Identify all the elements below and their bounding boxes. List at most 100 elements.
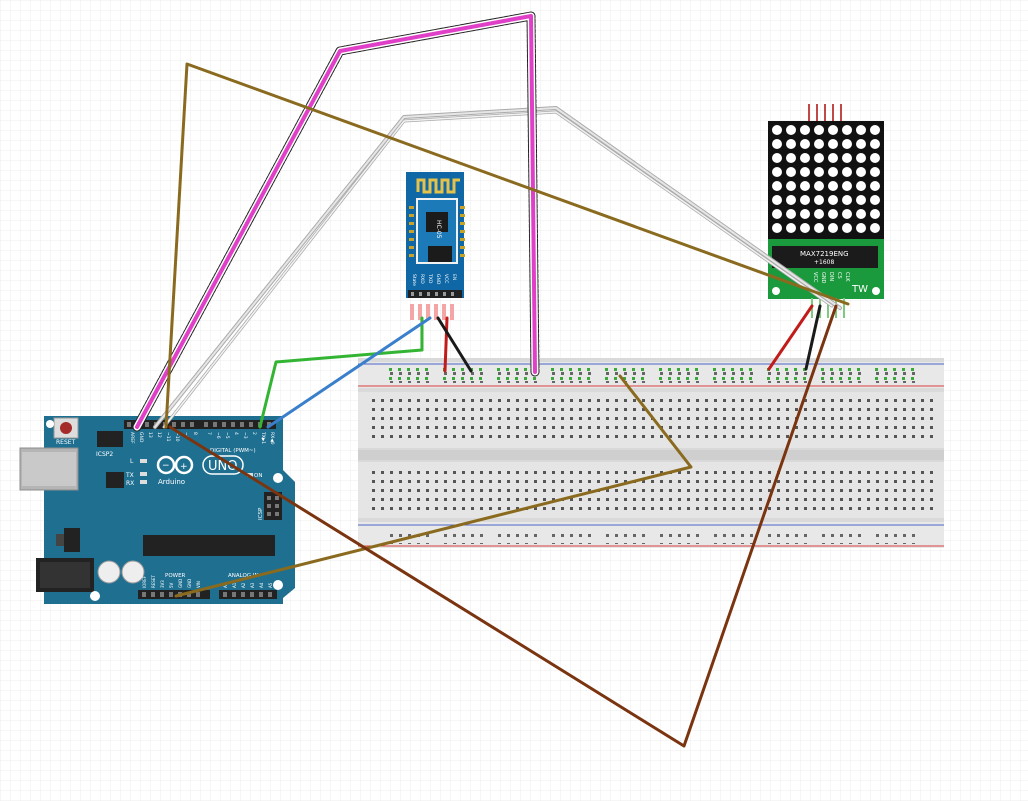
led-dot [842,195,852,205]
led-dot [856,125,866,135]
wire-gold[interactable] [164,62,850,429]
led-dot [870,139,880,149]
led-dot [828,209,838,219]
bt-model-label: HC-05 [435,220,442,239]
mounting-hole [872,287,880,295]
wire-white[interactable] [154,107,841,428]
led-dot [800,181,810,191]
led-dot [786,167,796,177]
led-dot [800,223,810,233]
led-dot [870,167,880,177]
wire-brown[interactable] [168,304,838,748]
icsp2-label: ICSP2 [96,451,113,458]
led-dot [842,209,852,219]
arduino-brand-label: Arduino [158,478,185,486]
power-pin-label: RESET [151,575,156,588]
brand-label: TW [851,284,868,295]
wire-black[interactable] [804,304,822,371]
led-dot [828,167,838,177]
led-dot [786,153,796,163]
led-dot [856,167,866,177]
digital-section-label: DIGITAL (PWM~) [210,448,256,454]
wire-white[interactable] [163,111,833,428]
led-dot [786,181,796,191]
led-dot [814,195,824,205]
digital-pin-label: TX▶1 [260,431,266,444]
led-dot [828,153,838,163]
led-dot [842,139,852,149]
chip-label: MAX7219ENG [800,250,849,258]
led-dot [800,139,810,149]
led-dot [828,195,838,205]
led-dot [856,209,866,219]
led-dot [814,125,824,135]
digital-pin-label: GND [138,432,144,443]
analog-pin-label: A3 [250,582,255,588]
led-dot [800,209,810,219]
led-dot [870,125,880,135]
tx-led [140,472,147,476]
led-dot [786,209,796,219]
led-dot [772,125,782,135]
bt-chip [426,212,448,232]
matrix-pin-label: CLK [844,272,850,282]
led-dot [800,153,810,163]
rx-led-label: RX [126,480,134,487]
mounting-hole [273,473,283,483]
power-pin-label: 3V3 [160,580,165,588]
led-dot [842,223,852,233]
digital-pin-label: ~10 [174,432,180,442]
atmega-chip [143,535,275,556]
wire-red[interactable] [767,304,814,371]
led-dot [842,181,852,191]
power-pin-label: IOREF [142,575,147,588]
wire-blue[interactable] [266,316,432,429]
led-dot [842,125,852,135]
digital-pin-label: RX◀0 [269,432,275,445]
power-section-label: POWER [165,573,186,579]
led-dot [772,167,782,177]
bt-pin-label: State [411,274,417,286]
matrix-pin-label: CS [836,272,842,279]
led-dot [828,181,838,191]
chip-16u2 [106,472,124,488]
icsp-label: ICSP [258,507,264,520]
voltage-regulator [64,528,80,552]
led-dot [870,181,880,191]
analog-pin-label: A2 [241,582,246,588]
matrix-pin-label: VCC [812,272,818,283]
wire-green[interactable] [258,316,424,429]
led-dot [772,223,782,233]
hc05-bluetooth-module[interactable]: HC-05 State RXD TXD GND VCC EN [406,172,465,320]
bt-pin-label: TXD [427,273,433,284]
led-dot [856,153,866,163]
digital-pin-label: 13 [147,432,153,438]
rx-led [140,480,147,484]
mounting-hole [772,287,780,295]
max7219-led-matrix-module[interactable]: MAX7219ENG +1608 VCC GND DIN CS CLK TW [768,104,884,318]
arduino-uno-board[interactable]: RESET ICSP2 AREF GND 13 12 ~11 ~10 ~9 8 … [19,416,295,604]
led-dot-grid [772,125,880,233]
wire-black[interactable] [436,316,473,373]
wire-magenta[interactable] [135,14,537,429]
analog-pin-label: A5 [268,582,273,588]
digital-pin-label: 7 [206,432,212,435]
bt-chip [428,246,452,262]
led-dot [814,153,824,163]
antenna-icon [416,178,460,194]
led-dot [772,181,782,191]
led-dot [814,223,824,233]
max7219-chip [772,246,878,268]
led-dot [814,139,824,149]
led-dot [870,209,880,219]
capacitor [97,560,121,584]
led-dot [870,153,880,163]
digital-pin-label: ~11 [165,432,171,442]
mounting-hole [46,420,54,428]
wire-red[interactable] [443,316,449,373]
breadboard[interactable] [358,358,944,548]
arduino-logo-icon [156,455,194,475]
uno-badge [202,455,244,475]
wire-gold[interactable] [174,374,693,598]
led-dot [828,139,838,149]
